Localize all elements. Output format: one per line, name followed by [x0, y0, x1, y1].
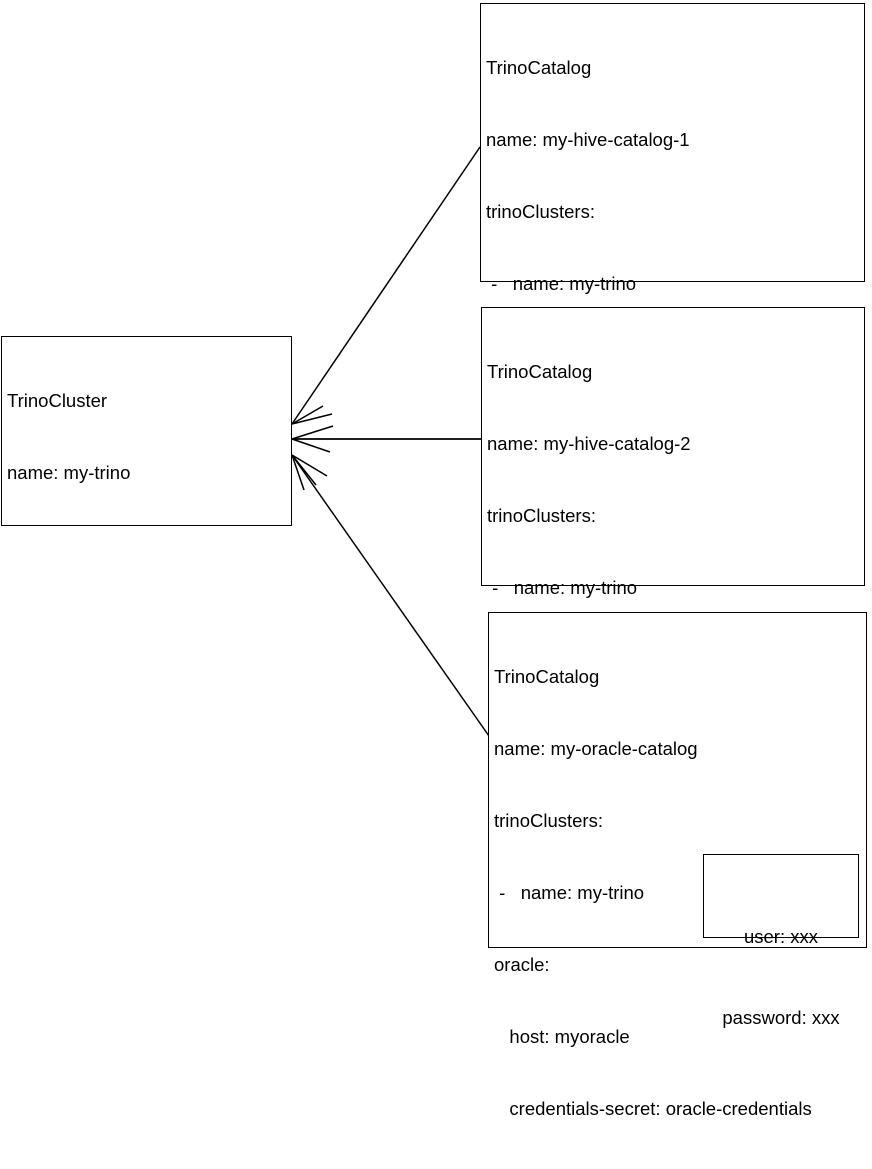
node-line: TrinoCatalog	[494, 666, 600, 687]
node-trino-catalog-hive-2[interactable]: TrinoCatalog name: my-hive-catalog-2 tri…	[481, 307, 865, 886]
node-line: - name: my-trino	[486, 273, 637, 294]
edge-catalog1-arrowhead	[291, 405, 333, 425]
node-line: credentials-secret: oracle-credentials	[494, 1098, 812, 1119]
node-trino-catalog-oracle[interactable]: TrinoCatalog name: my-oracle-catalog tri…	[488, 612, 867, 1119]
node-line: TrinoCatalog	[486, 57, 592, 78]
edge-catalog1-to-cluster-line	[291, 146, 481, 425]
node-line: trinoClusters:	[494, 810, 603, 831]
node-line: name: my-trino	[7, 462, 131, 483]
node-line: TrinoCatalog	[487, 361, 593, 382]
node-line: user: xxx	[743, 926, 819, 947]
node-line: password: xxx	[722, 1007, 840, 1028]
node-line: - name: my-trino	[487, 577, 638, 598]
node-line: name: my-hive-catalog-1	[486, 129, 690, 150]
node-line: TrinoCluster	[7, 390, 108, 411]
node-oracle-credentials-secret-text: user: xxx password: xxx	[704, 869, 858, 1085]
node-line: - name: my-trino	[494, 882, 645, 903]
edge-catalog3-arrowhead	[291, 454, 328, 491]
node-oracle-credentials-secret[interactable]: user: xxx password: xxx	[703, 854, 859, 1028]
edge-catalog3-to-cluster-line	[291, 454, 490, 737]
node-line: trinoClusters:	[486, 201, 595, 222]
node-trino-catalog-hive-1[interactable]: TrinoCatalog name: my-hive-catalog-1 tri…	[480, 3, 865, 654]
node-line: name: my-hive-catalog-2	[487, 433, 691, 454]
diagram-canvas: TrinoCluster name: my-trino TrinoCatalog…	[1, 3, 867, 1119]
node-trino-cluster-text: TrinoCluster name: my-trino	[7, 341, 289, 533]
node-trino-cluster[interactable]: TrinoCluster name: my-trino	[1, 336, 292, 526]
edge-catalog2-arrowhead	[291, 425, 334, 453]
node-line: trinoClusters:	[487, 505, 596, 526]
node-line: name: my-oracle-catalog	[494, 738, 698, 759]
